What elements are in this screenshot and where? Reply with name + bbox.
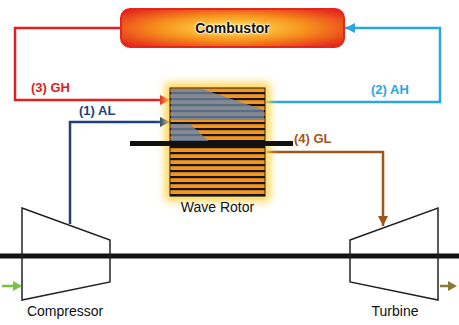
- rotor-channel: [170, 152, 265, 154]
- flow-label: (1) AL: [78, 103, 116, 118]
- rotor-channel: [170, 158, 265, 160]
- compressor: Compressor: [10, 200, 120, 322]
- rotor-channel: [170, 146, 265, 148]
- flow-label: (3) GH: [30, 80, 71, 95]
- rotor-channel: [170, 194, 265, 196]
- arrowhead: [345, 23, 355, 33]
- flow-label: (2) AH: [370, 82, 410, 97]
- flow-label: (4) GL: [293, 131, 333, 146]
- rotor-channel: [170, 164, 265, 166]
- air-zone: [171, 89, 264, 120]
- node-label: Wave Rotor: [181, 199, 254, 215]
- arrowhead: [378, 216, 388, 226]
- combustor-box: Combustor: [120, 8, 345, 48]
- main-shaft: [0, 254, 459, 259]
- node-label: Turbine: [372, 303, 419, 319]
- node-label: Compressor: [27, 303, 103, 319]
- rotor-channel: [170, 176, 265, 178]
- inlet-arrowhead: [13, 281, 22, 291]
- node-label: Combustor: [195, 20, 270, 36]
- rotor-shaft: [130, 141, 305, 146]
- turbine: Turbine: [340, 200, 450, 322]
- wave-rotor: Wave Rotor: [160, 86, 275, 220]
- flow-connector: [265, 152, 388, 226]
- flow-line: [265, 152, 383, 226]
- combustor-outline: [121, 9, 344, 47]
- rotor-channel: [170, 188, 265, 190]
- flow-connector: [70, 117, 170, 224]
- rotor-channel: [170, 122, 265, 124]
- flow-line: [70, 122, 170, 224]
- rotor-channel: [170, 170, 265, 172]
- rotor-channel: [170, 182, 265, 184]
- compressor-outline: [22, 208, 110, 300]
- exhaust-arrowhead: [448, 281, 457, 291]
- turbine-outline: [350, 208, 438, 300]
